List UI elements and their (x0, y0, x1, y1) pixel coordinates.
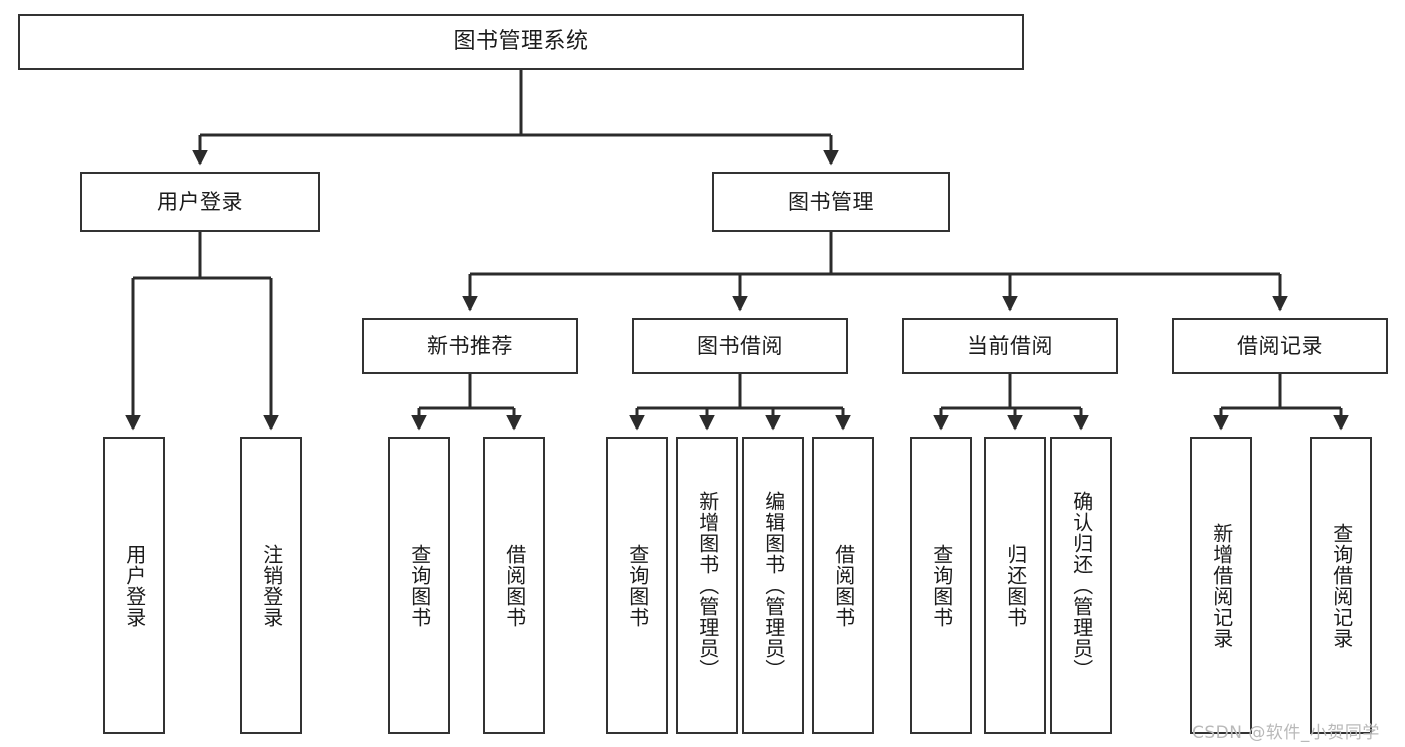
node-book-borrow[interactable]: 图书借阅 (632, 318, 848, 374)
node-leaf-user-login[interactable]: 用户登录 (103, 437, 165, 734)
node-book-manage[interactable]: 图书管理 (712, 172, 950, 232)
node-leaf-return-book[interactable]: 归还图书 (984, 437, 1046, 734)
node-label: 注销登录 (259, 543, 284, 628)
node-leaf-user-logout[interactable]: 注销登录 (240, 437, 302, 734)
node-label: 借阅图书 (502, 543, 527, 628)
node-label: 借阅图书 (831, 543, 856, 628)
node-label: 查询借阅记录 (1329, 522, 1354, 649)
node-label: 查询图书 (407, 543, 432, 628)
node-label: 新增图书（管理员） (695, 491, 720, 680)
node-label: 新书推荐 (427, 333, 513, 358)
node-label: 查询图书 (625, 543, 650, 628)
node-label: 查询图书 (929, 543, 954, 628)
node-leaf-query-book-2[interactable]: 查询图书 (606, 437, 668, 734)
node-leaf-borrow-book-2[interactable]: 借阅图书 (812, 437, 874, 734)
node-label: 借阅记录 (1237, 333, 1323, 358)
node-label: 用户登录 (122, 543, 147, 628)
node-leaf-borrow-book-1[interactable]: 借阅图书 (483, 437, 545, 734)
node-leaf-query-record[interactable]: 查询借阅记录 (1310, 437, 1372, 734)
node-user-login[interactable]: 用户登录 (80, 172, 320, 232)
node-label: 归还图书 (1003, 543, 1028, 628)
node-leaf-confirm-return[interactable]: 确认归还（管理员） (1050, 437, 1112, 734)
node-root[interactable]: 图书管理系统 (18, 14, 1024, 70)
node-new-book-rec[interactable]: 新书推荐 (362, 318, 578, 374)
node-leaf-add-record[interactable]: 新增借阅记录 (1190, 437, 1252, 734)
node-label: 图书管理 (788, 189, 874, 214)
node-label: 新增借阅记录 (1209, 522, 1234, 649)
node-leaf-query-book-1[interactable]: 查询图书 (388, 437, 450, 734)
node-label: 图书管理系统 (453, 29, 589, 55)
node-leaf-add-book[interactable]: 新增图书（管理员） (676, 437, 738, 734)
node-label: 当前借阅 (967, 333, 1053, 358)
node-borrow-record[interactable]: 借阅记录 (1172, 318, 1388, 374)
node-current-borrow[interactable]: 当前借阅 (902, 318, 1118, 374)
csdn-watermark: CSDN @软件_小贺同学 (1192, 723, 1380, 743)
node-leaf-query-book-3[interactable]: 查询图书 (910, 437, 972, 734)
node-label: 编辑图书（管理员） (761, 491, 786, 680)
node-label: 图书借阅 (697, 333, 783, 358)
node-label: 确认归还（管理员） (1069, 491, 1094, 680)
node-label: 用户登录 (157, 189, 243, 214)
node-leaf-edit-book[interactable]: 编辑图书（管理员） (742, 437, 804, 734)
